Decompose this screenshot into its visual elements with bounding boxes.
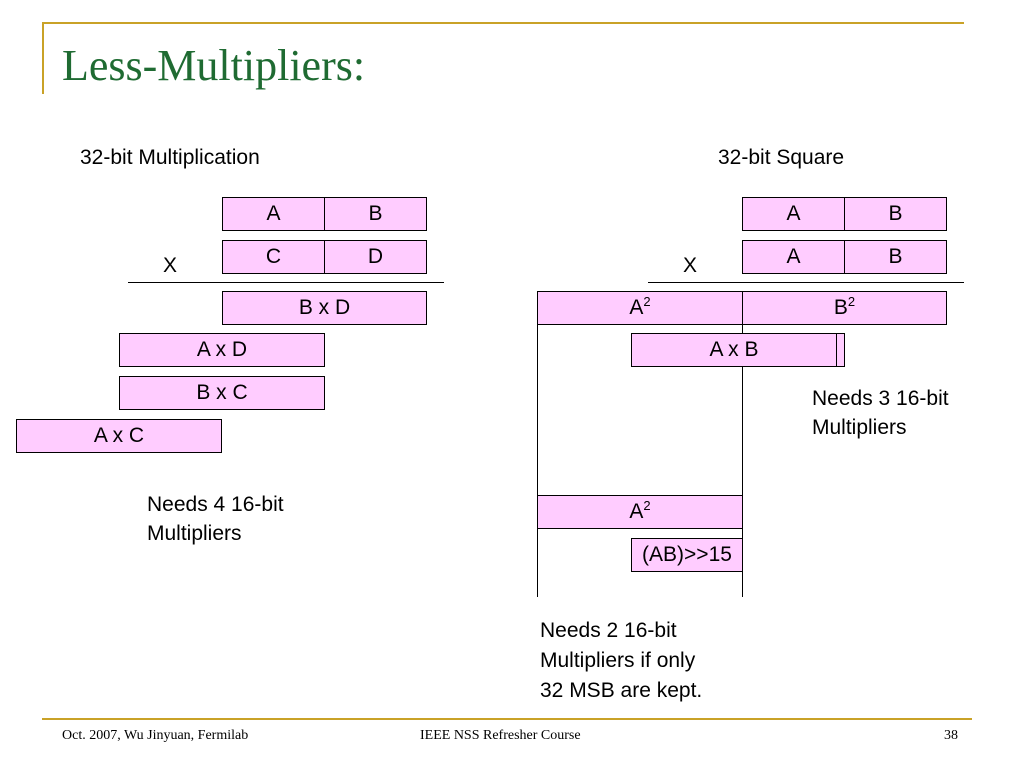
right-operand-a-bottom: A — [742, 240, 845, 274]
left-note-line-1: Needs 4 16-bit — [147, 493, 284, 516]
right-times-sign: X — [683, 254, 698, 277]
a-squared-base: A — [629, 296, 644, 319]
right-note2-line-1: Needs 2 16-bit — [540, 619, 677, 642]
a-squared-exponent: 2 — [643, 294, 651, 309]
b-squared-box: B2 — [742, 291, 947, 325]
b-squared-exponent: 2 — [847, 294, 856, 309]
multiplication-heading: 32-bit Multiplication — [80, 146, 260, 169]
right-note3-line-1: Needs 3 16-bit — [812, 387, 949, 410]
left-operand-b: B — [324, 197, 427, 231]
left-multiply-rule — [128, 282, 444, 283]
left-operand-d: D — [324, 240, 427, 274]
ab-shift-box: (AB)>>15 — [631, 538, 743, 572]
left-operand-a: A — [222, 197, 325, 231]
right-operand-b-bottom: B — [844, 240, 947, 274]
product-axd: A x D — [119, 333, 325, 367]
footer-author: Oct. 2007, Wu Jinyuan, Fermilab — [62, 728, 249, 743]
product-bxd: B x D — [222, 291, 427, 325]
product-bxc: B x C — [119, 376, 325, 410]
left-boundary-line — [537, 291, 538, 597]
right-note2-line-2: Multipliers if only — [540, 649, 696, 672]
a-squared-box: A2 — [537, 291, 743, 325]
left-note-line-2: Multipliers — [147, 522, 242, 545]
b-squared-base: B — [833, 296, 848, 319]
a-squared-lower-box: A2 — [537, 495, 743, 529]
product-axb: A x B — [631, 333, 837, 367]
frame-horizontal-rule — [42, 22, 964, 24]
left-multiplier-note: Needs 4 16-bit Multipliers — [147, 490, 284, 548]
frame-vertical-rule — [42, 22, 44, 94]
right-operand-a-top: A — [742, 197, 845, 231]
middle-boundary-line — [742, 291, 743, 597]
right-note2-line-3: 32 MSB are kept. — [540, 679, 703, 702]
left-times-sign: X — [163, 254, 178, 277]
footer-rule — [42, 718, 972, 720]
product-axc: A x C — [16, 419, 222, 453]
right-multiplier-note-3: Needs 3 16-bit Multipliers — [812, 384, 949, 442]
square-heading: 32-bit Square — [718, 146, 845, 169]
left-operand-c: C — [222, 240, 325, 274]
a-squared-lower-exponent: 2 — [643, 498, 651, 513]
axb-overflow-segment — [836, 333, 845, 367]
footer-course: IEEE NSS Refresher Course — [420, 728, 581, 743]
right-multiply-rule — [648, 282, 964, 283]
right-operand-b-top: B — [844, 197, 947, 231]
a-squared-lower-base: A — [629, 500, 644, 523]
slide-title: Less-Multipliers: — [62, 41, 366, 90]
footer-page-number: 38 — [944, 728, 958, 743]
right-multiplier-note-2: Needs 2 16-bit Multipliers if only 32 MS… — [540, 616, 702, 706]
right-note3-line-2: Multipliers — [812, 416, 907, 439]
